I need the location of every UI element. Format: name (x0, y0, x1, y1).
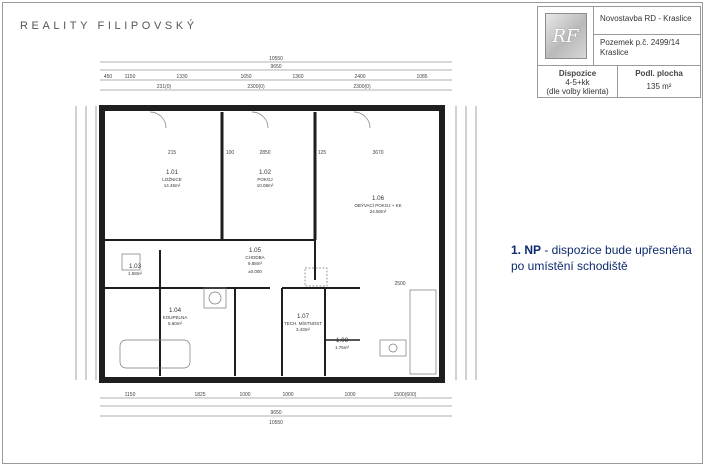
brand-title: REALITY FILIPOVSKÝ (20, 20, 198, 32)
parcel-town: Kraslice (600, 48, 629, 57)
floor-plan: 1.01 LOŽNICE 14.45m² 1.02 POKOJ 10.08m² … (75, 56, 477, 426)
svg-text:10550: 10550 (269, 420, 283, 426)
svg-text:10550: 10550 (269, 56, 283, 62)
svg-text:1650: 1650 (240, 74, 251, 80)
room-101-id: 1.01 (166, 169, 179, 176)
logo: RF (538, 7, 594, 65)
layout-label: Dispozice (558, 69, 597, 78)
svg-text:±0.000: ±0.000 (248, 269, 262, 274)
parcel-number: Pozemek p.č. 2499/14 (600, 38, 680, 47)
room-106-id: 1.06 (372, 195, 385, 202)
room-108-id: 1.08 (336, 337, 349, 344)
layout-note: (dle volby klienta) (546, 87, 609, 96)
svg-text:125: 125 (318, 150, 327, 156)
layout-cell: Dispozice 4-5+kk (dle volby klienta) (538, 66, 618, 98)
svg-text:1825: 1825 (194, 392, 205, 398)
svg-text:1.58m²: 1.58m² (128, 271, 143, 276)
svg-text:2850: 2850 (259, 150, 270, 156)
svg-text:450: 450 (104, 74, 113, 80)
svg-text:2400: 2400 (354, 74, 365, 80)
svg-text:3670: 3670 (372, 150, 383, 156)
room-102-id: 1.02 (259, 169, 272, 176)
svg-text:10.08m²: 10.08m² (257, 183, 274, 188)
svg-text:215: 215 (168, 150, 177, 156)
room-103-id: 1.03 (129, 263, 142, 270)
svg-text:231(0): 231(0) (157, 84, 172, 90)
svg-text:9650: 9650 (270, 410, 281, 416)
svg-text:100: 100 (226, 150, 235, 156)
svg-text:POKOJ: POKOJ (257, 177, 272, 182)
fixtures (119, 111, 437, 375)
svg-text:TECH. MÍSTNOST: TECH. MÍSTNOST (284, 320, 322, 326)
svg-text:14.45m²: 14.45m² (164, 183, 181, 188)
svg-text:1000: 1000 (344, 392, 355, 398)
svg-text:1000: 1000 (239, 392, 250, 398)
svg-text:1150: 1150 (125, 74, 136, 80)
svg-text:2500: 2500 (394, 281, 405, 287)
svg-text:1360: 1360 (292, 74, 303, 80)
info-row: Dispozice 4-5+kk (dle volby klienta) Pod… (538, 65, 700, 98)
dimension-texts: 10550 9650 450 1150 1330 1650 1360 2400 … (104, 56, 428, 426)
room-104-id: 1.04 (169, 307, 182, 314)
svg-text:24.50m²: 24.50m² (370, 209, 387, 214)
svg-text:9650: 9650 (270, 64, 281, 70)
svg-text:2300(0): 2300(0) (353, 84, 371, 90)
floor-label: 1. NP (511, 243, 542, 257)
page-frame (2, 2, 703, 464)
floor-note-text: - dispozice bude upřesněna po umístění s… (511, 243, 692, 273)
svg-text:1085: 1085 (416, 74, 427, 80)
area-cell: Podl. plocha 135 m² (618, 66, 700, 98)
logo-monogram: RF (544, 13, 587, 59)
svg-text:1330: 1330 (176, 74, 187, 80)
svg-text:LOŽNICE: LOŽNICE (162, 175, 182, 182)
svg-text:1.76m²: 1.76m² (335, 345, 350, 350)
project-title: Novostavba RD - Kraslice (594, 7, 700, 35)
area-value: 135 m² (646, 82, 672, 91)
svg-text:1500(600): 1500(600) (394, 392, 417, 398)
parcel-info: Pozemek p.č. 2499/14 Kraslice (594, 35, 700, 65)
layout-value: 4-5+kk (565, 78, 590, 87)
walls (99, 105, 445, 383)
room-107-id: 1.07 (297, 313, 310, 320)
svg-text:2300(0): 2300(0) (247, 84, 265, 90)
svg-text:CHODBA: CHODBA (245, 255, 264, 260)
svg-text:1000: 1000 (282, 392, 293, 398)
svg-text:KOUPELNA: KOUPELNA (163, 315, 188, 320)
room-105-id: 1.05 (249, 247, 262, 254)
svg-text:OBÝVACÍ POKOJ + KK: OBÝVACÍ POKOJ + KK (354, 202, 401, 208)
svg-text:9.88m²: 9.88m² (248, 261, 263, 266)
svg-text:3.43m²: 3.43m² (296, 327, 311, 332)
svg-text:5.60m²: 5.60m² (168, 321, 183, 326)
svg-text:1150: 1150 (125, 392, 136, 398)
area-label: Podl. plocha (635, 69, 683, 78)
dimension-lines (75, 61, 477, 417)
floor-note: 1. NP - dispozice bude upřesněna po umís… (511, 242, 701, 274)
info-table: RF Novostavba RD - Kraslice Pozemek p.č.… (537, 6, 701, 98)
room-labels: 1.01 LOŽNICE 14.45m² 1.02 POKOJ 10.08m² … (128, 169, 402, 350)
